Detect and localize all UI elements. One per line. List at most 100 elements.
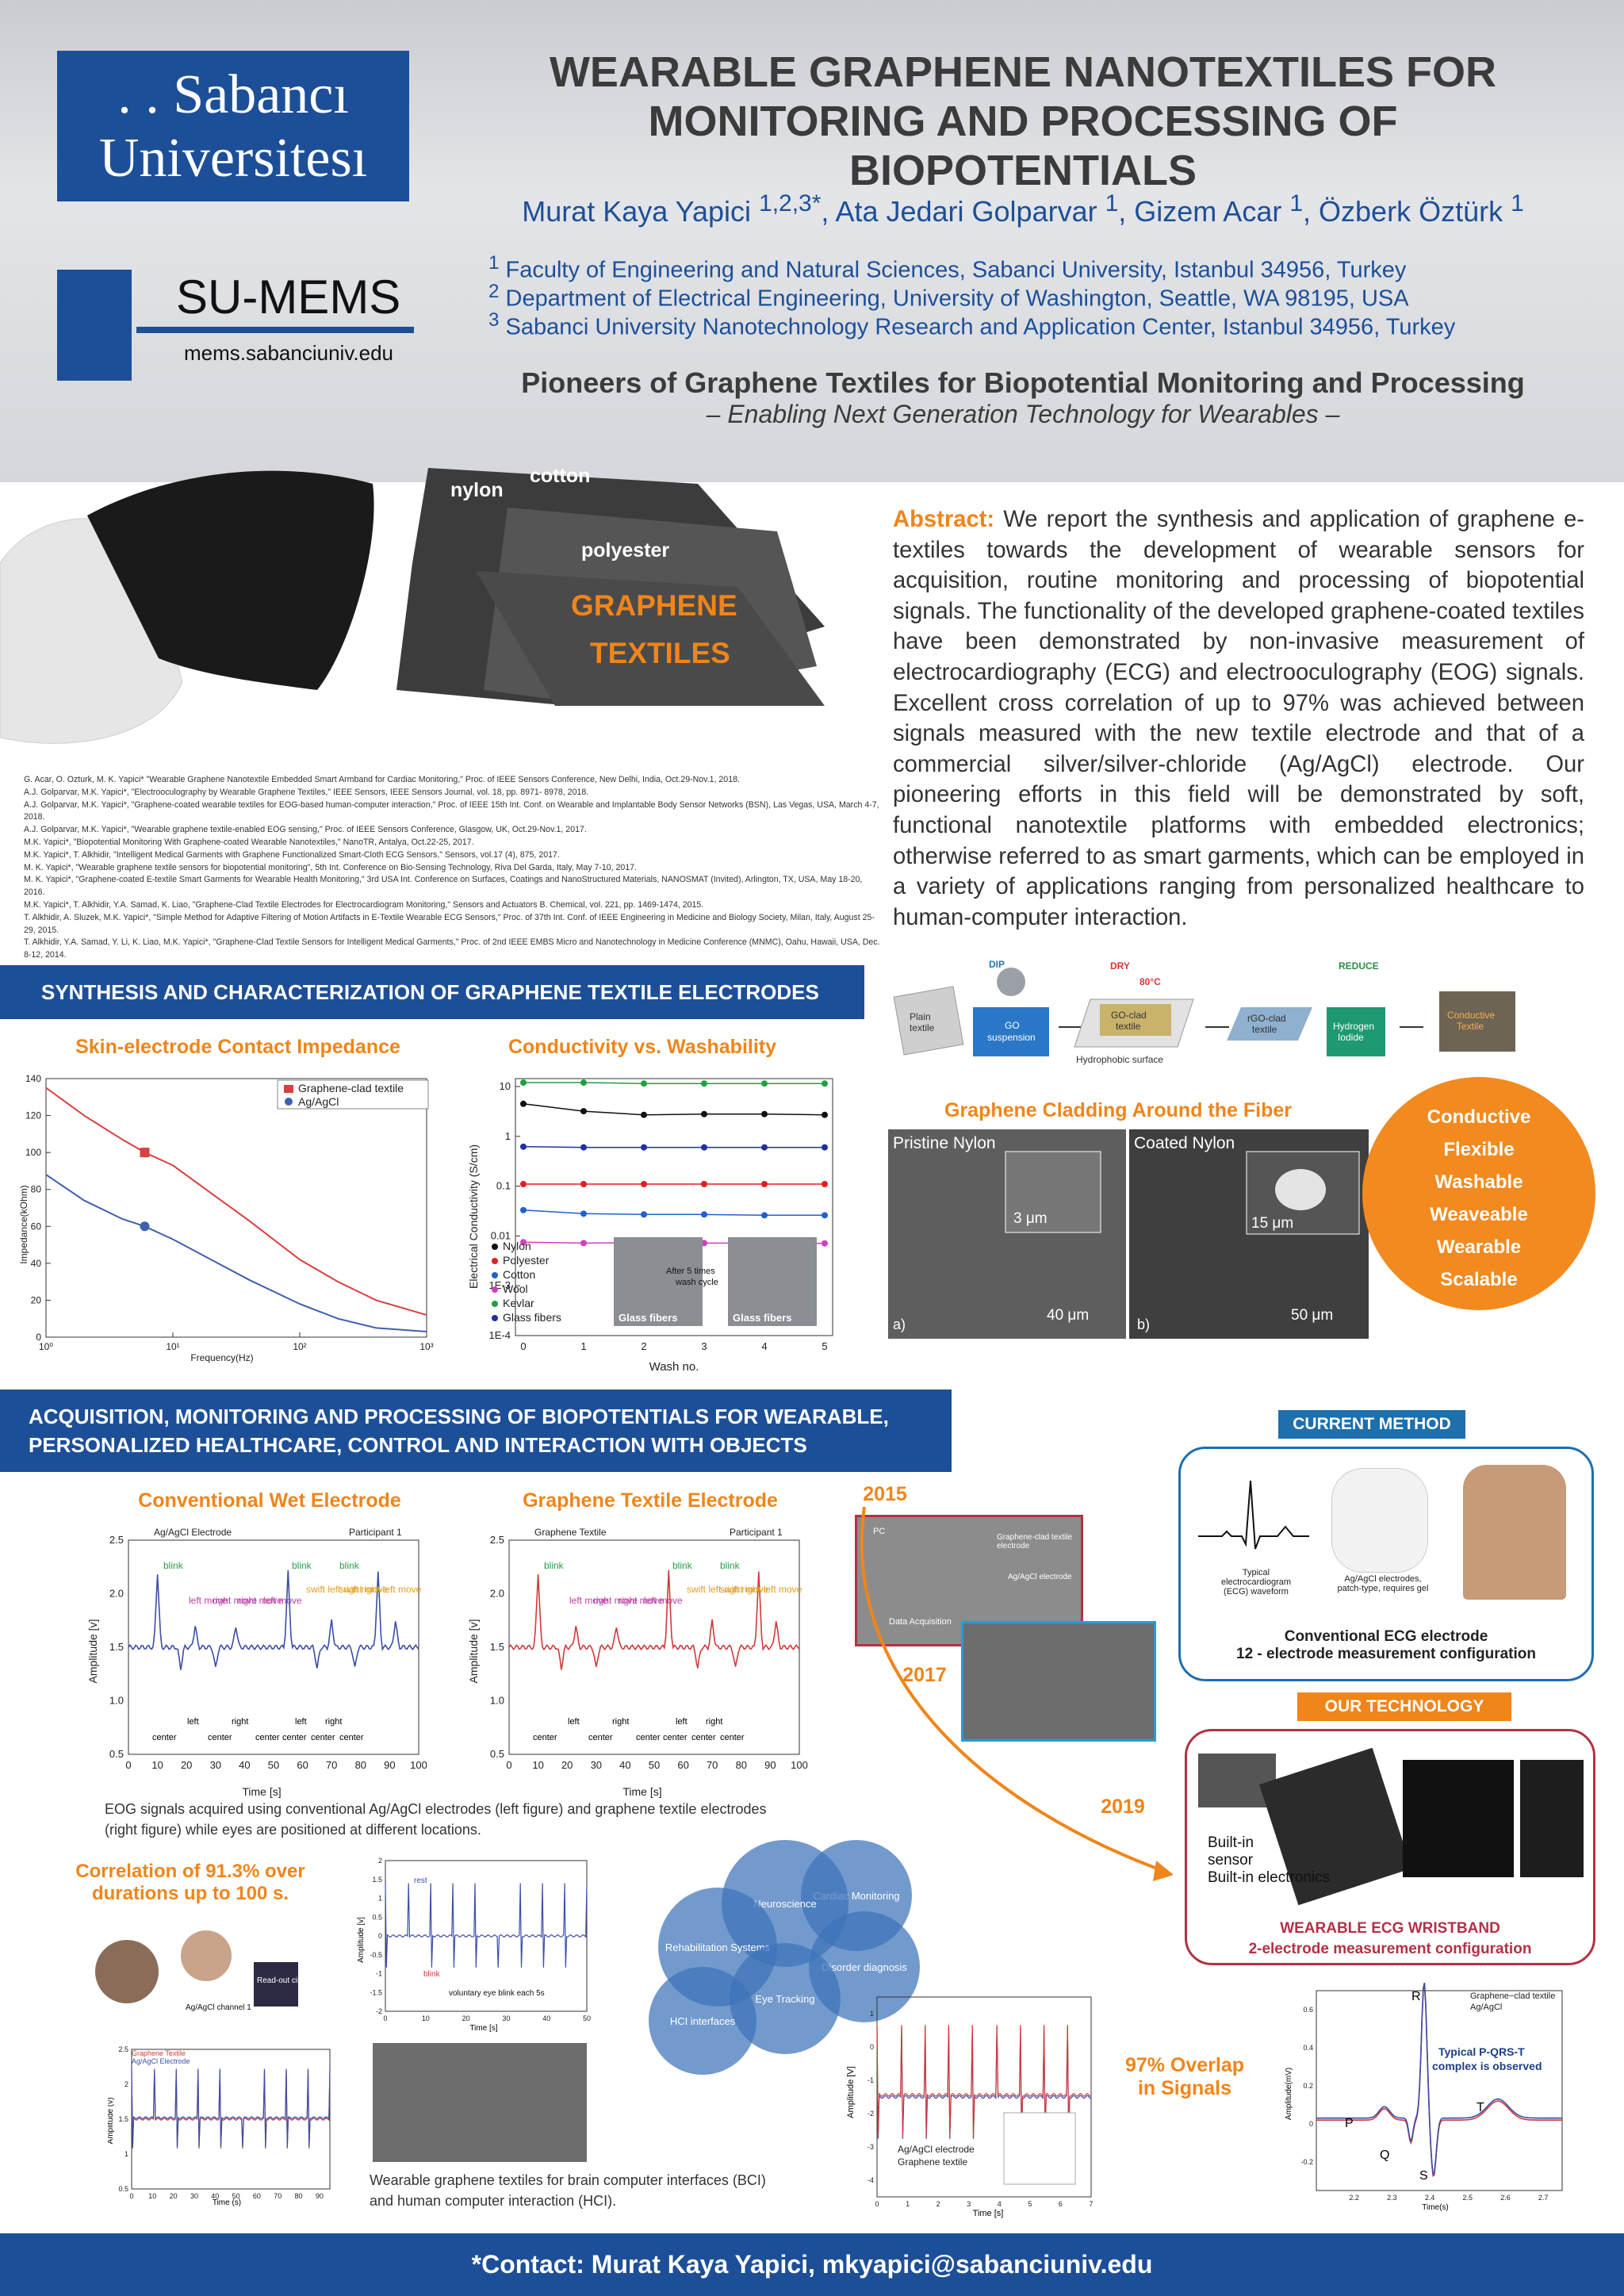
photo-label-agcl: Ag/AgCl channel 1 [186, 2003, 251, 2012]
conductivity-point [701, 1211, 707, 1218]
small-ytick-label: -0.5 [370, 1951, 382, 1959]
impedance-ytick-label: 60 [31, 1221, 42, 1232]
dry-label: DRY [1110, 960, 1130, 972]
impedance-legend [277, 1079, 429, 1110]
eog-wet-participant: Participant 1 [349, 1527, 402, 1538]
eog-textile-left-move-2: left move [644, 1595, 683, 1606]
year-2015: 2015 [863, 1483, 907, 1505]
impedance-ytick-label: 40 [31, 1258, 42, 1269]
small-ytick-label: 0.4 [1303, 2044, 1313, 2052]
blink-label: blink [423, 1970, 441, 1979]
graphene-label: GRAPHENE [571, 589, 737, 622]
impedance-ytick-label: 80 [31, 1184, 42, 1195]
reference-item: M. K. Yapici*, "Graphene-coated E-textil… [24, 875, 863, 898]
conductivity-point [520, 1239, 527, 1246]
affiliation-1-sup: 1 [488, 252, 500, 274]
conductivity-point [822, 1181, 828, 1188]
eog-xtick-label: 60 [677, 1759, 688, 1771]
conductivity-point [822, 1212, 828, 1219]
section1-title: SYNTHESIS AND CHARACTERIZATION OF GRAPHE… [0, 965, 864, 1019]
eye-label: center [255, 1733, 280, 1742]
small-xtick-label: 2.4 [1425, 2194, 1435, 2202]
small-xtick-label: 60 [253, 2192, 261, 2200]
eog-xtick-label: 60 [297, 1759, 308, 1771]
small-ytick-label: -0.2 [1300, 2158, 1313, 2166]
eog-wet-trace [128, 1570, 419, 1670]
conductivity-point [580, 1108, 587, 1115]
reference-item: T. Alkhidir, A. Sluzek, M.K. Yapici*, "S… [24, 912, 875, 935]
conventional-ecg-line1: Conventional ECG electrode [1284, 1628, 1488, 1645]
legend-nylon: Nylon [503, 1240, 531, 1252]
sensor-photo [1198, 1754, 1276, 1807]
eog-caption: EOG signals acquired using conventional … [105, 1801, 767, 1838]
eog-textile-right-move-1: right move [593, 1595, 638, 1606]
impedance-series-graphene [45, 1087, 427, 1317]
conductivity-point [580, 1210, 587, 1217]
photo-2017 [961, 1621, 1156, 1742]
title-line1: WEARABLE GRAPHENE NANOTEXTILES FOR [549, 48, 1497, 96]
go-beaker [973, 1007, 1049, 1056]
eog-xtick-label: 10 [151, 1759, 163, 1771]
eye-label: center [152, 1733, 177, 1742]
eye-label: center [663, 1733, 688, 1742]
eog-textile-legend: Graphene Textile [534, 1527, 607, 1538]
ecg-overlap-trace-agcl [876, 2026, 1092, 2139]
eog-wet-swift-rl: swift right-left move [339, 1584, 422, 1595]
sem-panel-b: b) [1137, 1317, 1150, 1332]
wet-electrode-title: Conventional Wet Electrode [138, 1489, 401, 1512]
blink-xlabel: Time [s] [469, 2024, 497, 2033]
small-xtick-label: 50 [232, 2192, 240, 2200]
conductivity-point [520, 1143, 527, 1150]
author-3-sup: 1 [1289, 190, 1304, 217]
eog-textile-swift-rl: swift right-left move [720, 1584, 802, 1595]
eog-xtick-label: 40 [239, 1759, 250, 1771]
author-2: , Ata Jedari Golparvar [821, 195, 1105, 228]
affiliation-1: 1 Faculty of Engineering and Natural Sci… [488, 252, 1406, 284]
conductivity-point [641, 1080, 647, 1087]
conductivity-ytick-label: 1 [505, 1130, 511, 1142]
abstract: Abstract: We report the synthesis and ap… [893, 504, 1584, 933]
eog-xtick-label: 80 [355, 1759, 366, 1771]
impedance-xtick-label: 10² [293, 1341, 306, 1352]
small-xtick-label: 1 [906, 2200, 910, 2208]
small-ytick-label: 1 [870, 2010, 874, 2018]
small-ytick-label: -1 [376, 1970, 382, 1978]
eog-ytick-label: 1.0 [490, 1695, 504, 1707]
conductive-label-1: Conductive [1447, 1010, 1495, 1021]
poster-title: WEARABLE GRAPHENE NANOTEXTILES FOR MONIT… [476, 48, 1570, 195]
sem-panel-a: a) [893, 1317, 906, 1332]
small-xtick-label: 10 [422, 2014, 430, 2022]
rgo-label-1: rGO-clad [1247, 1013, 1286, 1024]
small-xtick-label: 30 [502, 2014, 510, 2022]
glass-fiber-photo-2 [728, 1237, 817, 1326]
conductivity-point [580, 1144, 587, 1151]
builtin-label-3: Built-in electronics [1208, 1869, 1331, 1886]
small-ytick-label: 2.5 [118, 2045, 128, 2053]
overlap-line1: 97% Overlap [1124, 2054, 1245, 2076]
contact-footer: *Contact: Murat Kaya Yapici, mkyapici@sa… [0, 2233, 1624, 2296]
small-chart-frame [385, 1860, 588, 2012]
sem-label-pristine: Pristine Nylon [893, 1134, 996, 1152]
eog-ytick-label: 2.5 [490, 1534, 504, 1546]
small-ytick-label: 1 [378, 1895, 382, 1903]
pqrst-trace-graphene [1316, 1984, 1562, 2177]
agcl-labels: Ag/AgCl electrodes, patch-type, requires… [1323, 1574, 1442, 1593]
sabanci-logo: . . Sabancı Universitesı [57, 51, 409, 201]
sem-inset-pristine [1005, 1151, 1101, 1233]
builtin-label-1: Built-in [1208, 1834, 1254, 1851]
sem-scale-40um: 40 μm [1047, 1307, 1089, 1324]
impedance-ytick-label: 120 [25, 1110, 41, 1121]
year-2019: 2019 [1101, 1796, 1145, 1818]
photo-2015-pc: PC [873, 1527, 886, 1536]
conductivity-legend-marker [492, 1258, 498, 1264]
eog-xtick-label: 30 [591, 1759, 602, 1771]
conductivity-title: Conductivity vs. Washability [508, 1036, 777, 1058]
su-mems-logo: SU-MEMS mems.sabanciuniv.edu [57, 270, 416, 381]
polyester-sample [476, 571, 825, 706]
conductivity-point [761, 1181, 768, 1188]
